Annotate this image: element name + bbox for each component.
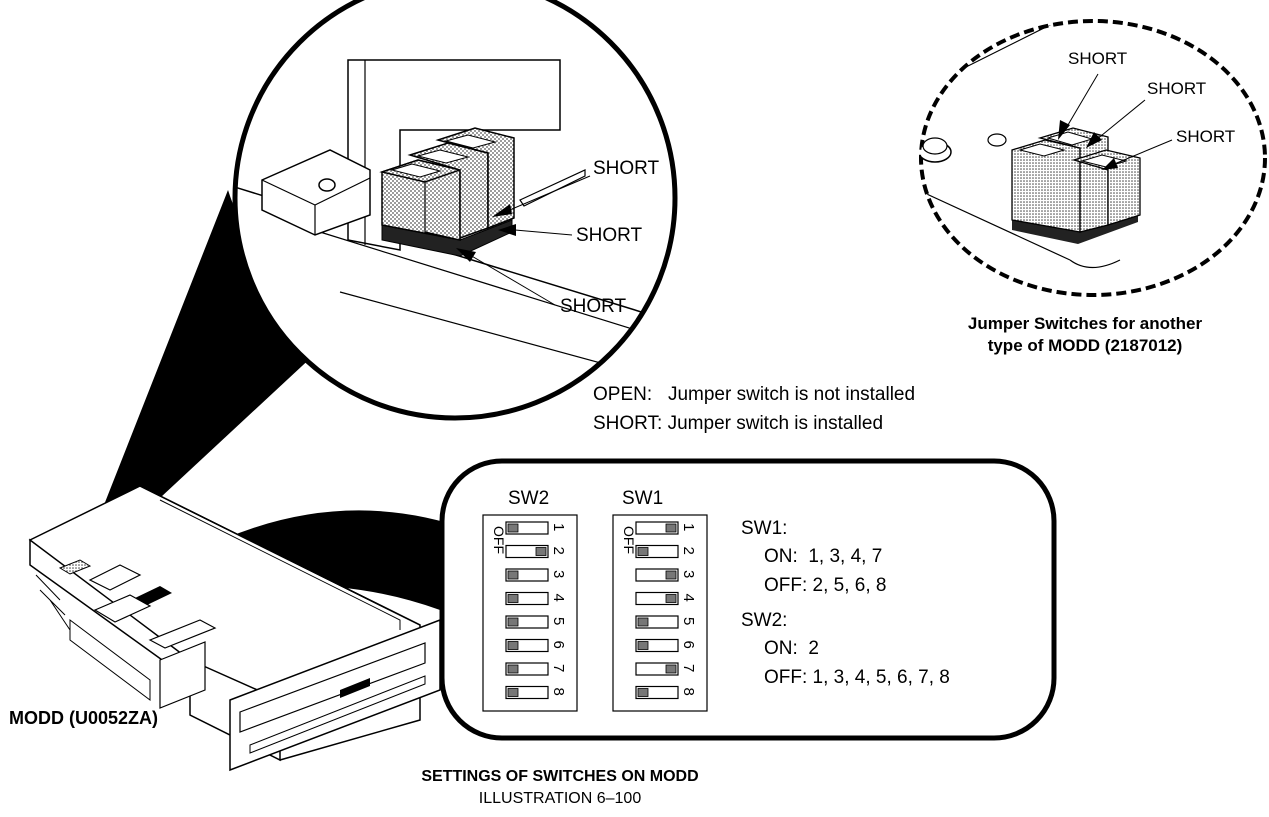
legend-short: SHORT: Jumper switch is installed xyxy=(593,413,884,434)
sw1-toggle-2 xyxy=(637,547,649,556)
sw1-number-1: 1 xyxy=(680,523,697,531)
settings-sw1-off: OFF: 2, 5, 6, 8 xyxy=(764,575,887,596)
alt-jumper-caption-line2: type of MODD (2187012) xyxy=(987,336,1183,355)
sw1-toggle-4 xyxy=(665,594,677,603)
settings-sw2-off: OFF: 1, 3, 4, 5, 6, 7, 8 xyxy=(764,667,950,688)
alt-jumper-caption-line1: Jumper Switches for another xyxy=(967,314,1203,333)
sw2-number-5: 5 xyxy=(550,617,567,625)
sw1-number-3: 3 xyxy=(680,570,697,578)
sw1-number-5: 5 xyxy=(680,617,697,625)
sw2-number-3: 3 xyxy=(550,570,567,578)
sw2-toggle-7 xyxy=(507,664,519,674)
sw2-number-2: 2 xyxy=(550,547,567,555)
dip-panel-frame xyxy=(439,458,1057,741)
sw2-toggle-1 xyxy=(507,523,519,533)
figure-subtitle: ILLUSTRATION 6–100 xyxy=(478,790,642,807)
sw1-toggle-7 xyxy=(665,664,677,674)
sw1-number-4: 4 xyxy=(680,594,697,602)
settings-sw1-head: SW1: xyxy=(741,518,788,539)
sw1-toggle-8 xyxy=(637,688,649,697)
sw1-dip-switch: OFF 1 2 3 4 5 6 7 8 xyxy=(612,514,708,712)
sw1-title: SW1 xyxy=(622,488,664,509)
sw2-number-8: 8 xyxy=(550,688,567,696)
magnifier-short-label-1: SHORT xyxy=(593,158,660,179)
sw2-number-1: 1 xyxy=(550,523,567,531)
sw1-number-7: 7 xyxy=(680,664,697,672)
magnifier-short-label-3: SHORT xyxy=(560,296,627,317)
sw2-title: SW2 xyxy=(508,488,550,509)
sw2-toggle-5 xyxy=(507,617,519,627)
sw2-toggle-8 xyxy=(507,688,519,697)
sw2-toggle-3 xyxy=(507,570,519,580)
sw1-number-8: 8 xyxy=(680,688,697,696)
magnifier-circle xyxy=(232,0,678,421)
sw2-number-6: 6 xyxy=(550,641,567,649)
device-label: MODD (U0052ZA) xyxy=(9,708,159,728)
magnifier-short-label-2: SHORT xyxy=(576,225,643,246)
settings-sw2-on: ON: 2 xyxy=(764,638,819,659)
sw2-toggle-6 xyxy=(507,641,519,650)
sw2-number-4: 4 xyxy=(550,594,567,602)
sw2-off-label: OFF xyxy=(491,526,507,554)
settings-sw2-head: SW2: xyxy=(741,610,788,631)
sw1-off-label: OFF xyxy=(621,526,637,554)
sw1-toggle-6 xyxy=(637,641,649,650)
legend-open: OPEN: Jumper switch is not installed xyxy=(593,384,916,405)
sw1-toggle-5 xyxy=(637,617,649,627)
sw2-dip-switch: OFF 1 2 3 4 5 6 7 8 xyxy=(482,514,578,712)
sw1-toggle-3 xyxy=(665,570,677,580)
sw1-number-6: 6 xyxy=(680,641,697,649)
sw2-toggle-2 xyxy=(535,547,547,556)
sw1-number-2: 2 xyxy=(680,547,697,555)
figure-title: SETTINGS OF SWITCHES ON MODD xyxy=(421,768,699,785)
sw2-toggle-4 xyxy=(507,594,519,603)
sw2-number-7: 7 xyxy=(550,664,567,672)
alt-short-label-1: SHORT xyxy=(1068,49,1128,68)
alt-short-label-3: SHORT xyxy=(1176,127,1236,146)
alt-jumper-circle xyxy=(919,19,1267,297)
modd-device xyxy=(28,485,441,772)
alt-short-label-2: SHORT xyxy=(1147,79,1207,98)
settings-sw1-on: ON: 1, 3, 4, 7 xyxy=(764,546,883,567)
sw1-toggle-1 xyxy=(665,523,677,533)
